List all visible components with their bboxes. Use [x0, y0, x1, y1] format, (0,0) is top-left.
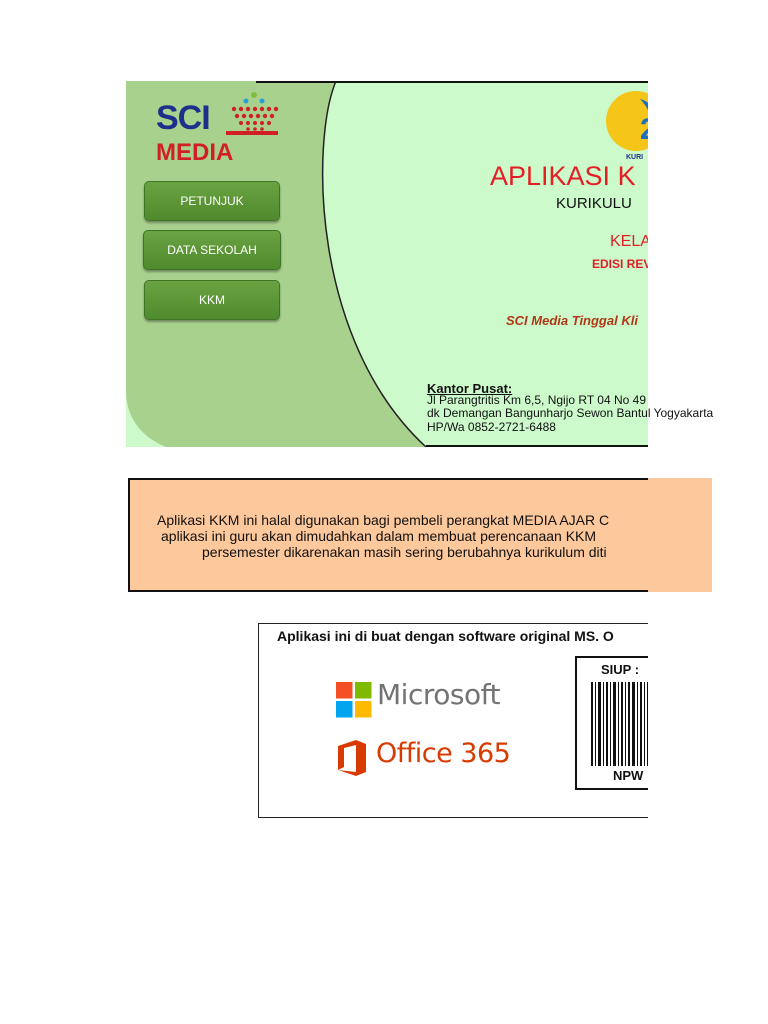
tagline: SCI Media Tinggal Kli [506, 313, 638, 328]
app-title: APLIKASI K [490, 161, 636, 191]
data-sekolah-button[interactable]: DATA SEKOLAH [143, 230, 281, 270]
siup-label: SIUP : [601, 662, 640, 677]
brand-dots-icon [231, 92, 279, 131]
office-address-2-overflow: dk Demangan Bangunharjo Sewon Bantul Yog… [648, 406, 714, 420]
notice-box-overflow [648, 478, 712, 592]
kkm-button[interactable]: KKM [144, 280, 280, 320]
brand-underline [226, 131, 278, 135]
kurikulum-logo-text: KURI [626, 154, 643, 161]
software-title: Aplikasi ini di buat dengan software ori… [277, 628, 614, 644]
brand-logo-sci: SCI [156, 99, 211, 137]
office365-wordmark: Office 365 [376, 738, 511, 769]
office365-logo-icon [338, 740, 366, 776]
kurikulum-logo-icon: 2 KURI [606, 91, 648, 161]
notice-line-3: persemester dikarenakan masih sering ber… [202, 544, 607, 560]
kelas-label: KELA [610, 233, 648, 250]
office-phone: HP/Wa 0852-2721-6488 [427, 420, 556, 434]
office-address-2: dk Demangan Bangunharjo Sewon Bantul Yog… [427, 406, 714, 420]
svg-text:2: 2 [640, 113, 648, 146]
npwp-label: NPW [613, 768, 644, 783]
office-heading: Kantor Pusat: [427, 381, 513, 396]
siup-barcode-card: SIUP : NPW [575, 656, 658, 790]
brand-logo-media: MEDIA [156, 139, 234, 166]
header-panel: SCI MEDIA PETUNJUK DATA SEKOLAH KKM 2 KU… [126, 81, 648, 447]
notice-line-1: Aplikasi KKM ini halal digunakan bagi pe… [157, 512, 610, 528]
notice-line-2: aplikasi ini guru akan dimudahkan dalam … [161, 528, 597, 544]
software-box: Aplikasi ini di buat dengan software ori… [258, 623, 658, 818]
petunjuk-button[interactable]: PETUNJUK [144, 181, 280, 221]
edisi-label: EDISI REV [592, 257, 648, 271]
office-address-1: Jl Parangtritis Km 6,5, Ngijo RT 04 No 4… [427, 393, 646, 407]
notice-box: Aplikasi KKM ini halal digunakan bagi pe… [128, 478, 712, 592]
app-subtitle: KURIKULU [556, 195, 632, 212]
barcode-icon [591, 682, 657, 766]
microsoft-wordmark: Microsoft [377, 678, 500, 711]
microsoft-logo-icon [336, 682, 372, 718]
